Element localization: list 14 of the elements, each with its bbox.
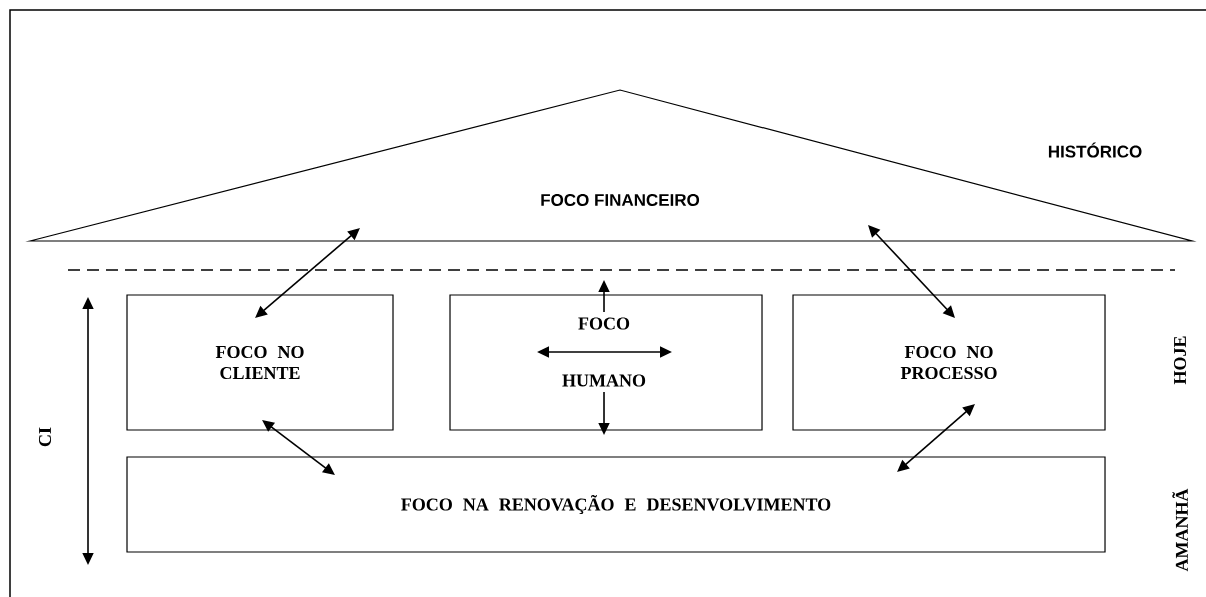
roof-title: FOCO FINANCEIRO <box>541 194 700 207</box>
focus-box: FOCO NO CLIENTE <box>126 294 394 431</box>
side-label: HISTÓRICO <box>1048 142 1142 158</box>
box-text: FOCO HUMANO <box>562 317 646 387</box>
arrow <box>868 225 955 318</box>
focus-box: FOCO NA RENOVAÇÃO E DESENVOLVIMENTO <box>126 456 1106 553</box>
arrow <box>897 404 975 472</box>
arrow <box>255 228 360 318</box>
side-label: CI <box>38 427 52 447</box>
side-label: AMANHÃ <box>1172 488 1188 572</box>
side-label: HOJE <box>1173 336 1187 385</box>
focus-box <box>449 294 763 431</box>
focus-box: FOCO NO PROCESSO <box>792 294 1106 431</box>
arrow <box>262 420 335 475</box>
